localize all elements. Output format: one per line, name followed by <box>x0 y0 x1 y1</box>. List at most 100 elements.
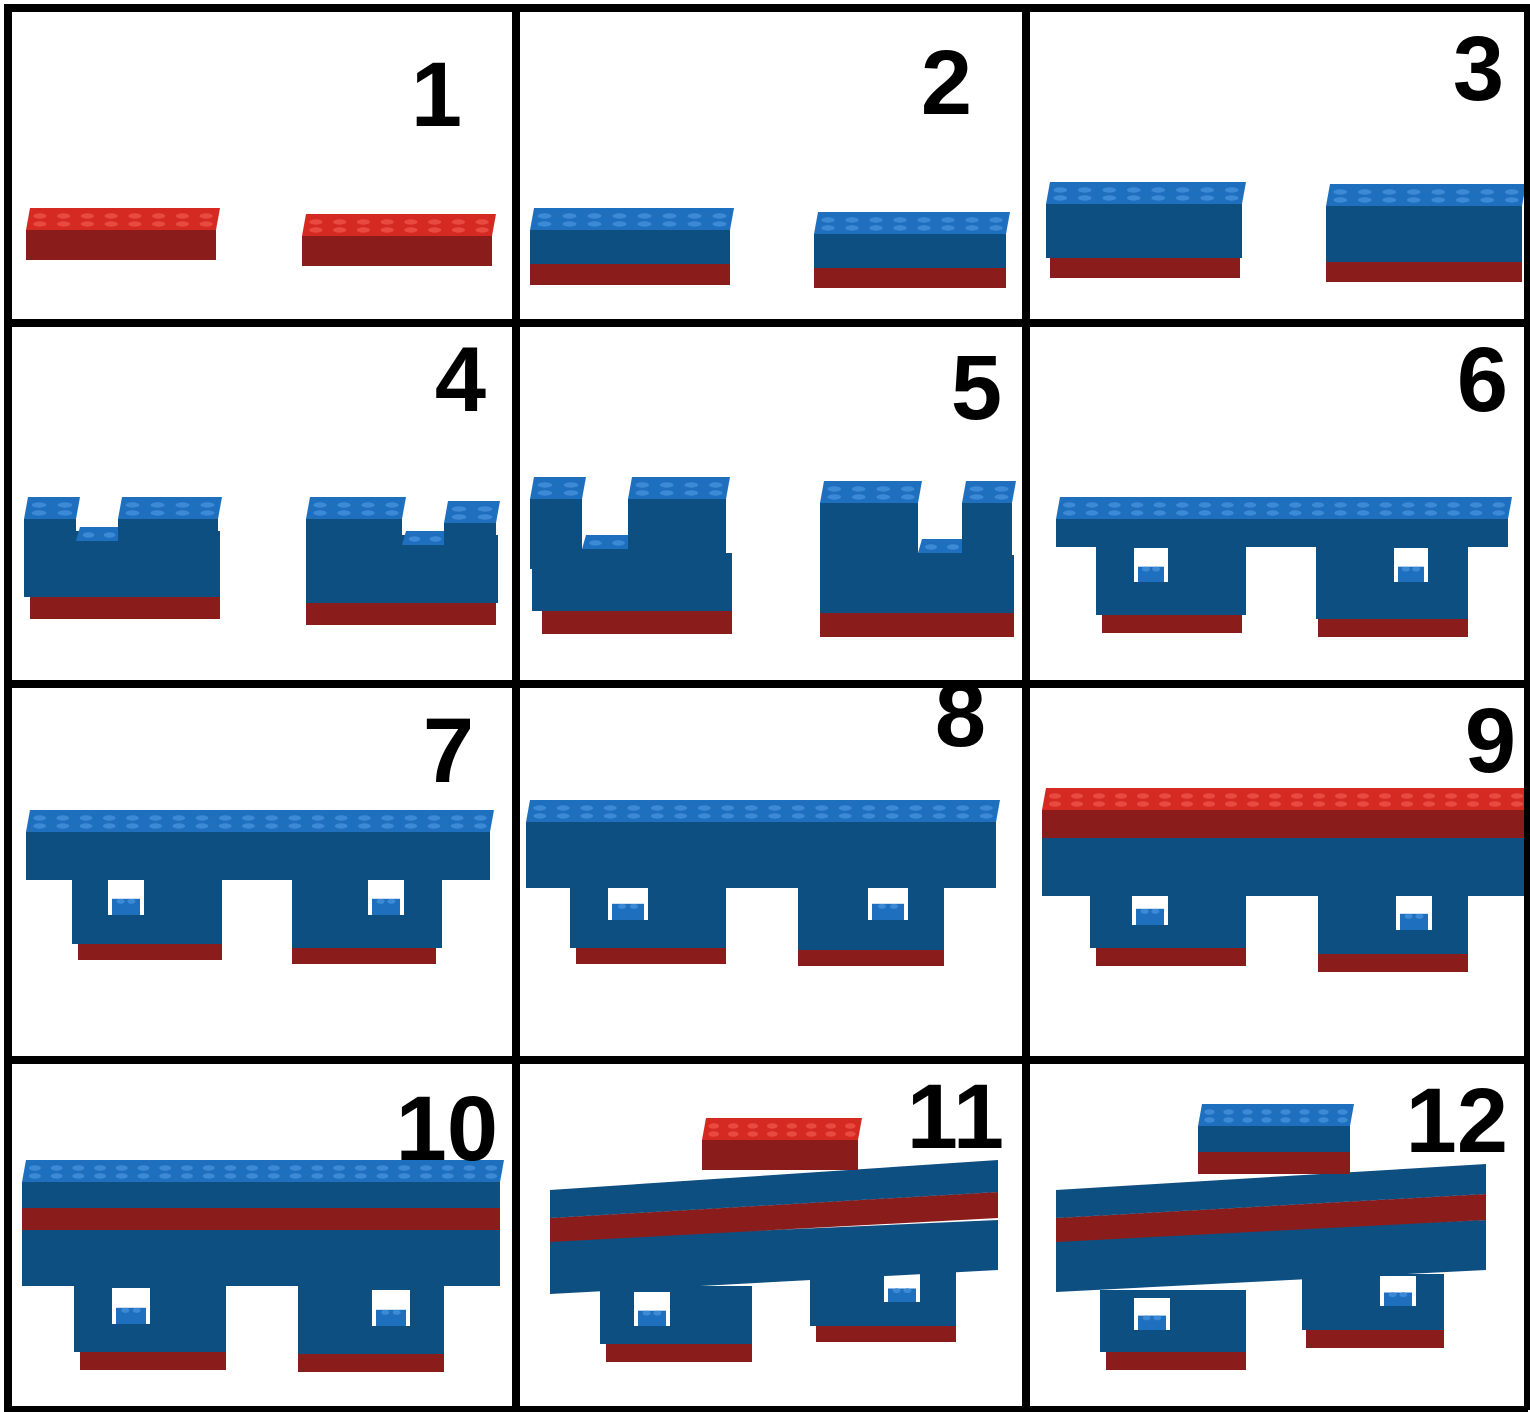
stud-icon <box>684 490 699 496</box>
stud-icon <box>563 490 579 496</box>
red-base-right <box>1318 952 1468 972</box>
stud-icon <box>637 221 652 227</box>
stud-icon <box>72 1165 85 1171</box>
blue-leg-left <box>1100 1290 1246 1352</box>
red-base-left <box>606 1342 752 1362</box>
blue-pillar <box>24 497 80 549</box>
brick-face <box>1198 1126 1350 1152</box>
stud-icon <box>28 1165 41 1171</box>
blue-notch <box>582 535 632 563</box>
step-number: 10 <box>396 1078 498 1180</box>
stud-icon <box>1424 502 1438 508</box>
stud-icon <box>313 510 327 516</box>
grid-horizontal-line <box>4 1056 1528 1064</box>
brick-top <box>24 497 80 519</box>
stud-icon <box>1063 502 1077 508</box>
stud-icon <box>1504 197 1519 203</box>
stud-icon <box>956 805 970 811</box>
stud-icon <box>1431 189 1446 195</box>
stud-icon <box>1224 801 1237 807</box>
stud-icon <box>218 823 232 829</box>
stud-icon <box>1466 793 1479 799</box>
blue-beam <box>22 1228 500 1286</box>
blue-pillar <box>962 481 1016 573</box>
brick-face <box>306 519 402 549</box>
stud-icon <box>893 217 907 223</box>
stud-icon <box>125 502 140 508</box>
brick-face <box>1326 206 1522 262</box>
stud-icon <box>869 225 883 231</box>
stud-icon <box>1334 801 1347 807</box>
stud-icon <box>805 1131 817 1137</box>
stud-icon <box>1224 187 1239 193</box>
stud-icon <box>1242 1117 1253 1123</box>
stud-icon <box>786 1123 798 1129</box>
blue-beam <box>526 800 1000 888</box>
stud-icon <box>687 213 702 219</box>
stud-icon <box>80 221 94 227</box>
step-panel-2: 2 <box>516 8 1026 323</box>
stud-icon <box>1422 801 1435 807</box>
window-opening <box>868 884 908 920</box>
blue-pillar <box>444 501 500 553</box>
stud-icon <box>137 1173 150 1179</box>
stud-icon <box>537 213 552 219</box>
brick-face <box>820 503 918 573</box>
stud-icon <box>180 1165 193 1171</box>
stud-icon <box>104 221 118 227</box>
stud-icon <box>612 213 627 219</box>
stud-icon <box>311 1173 324 1179</box>
brick-face <box>402 545 444 557</box>
window-opening <box>634 1292 670 1326</box>
stud-icon <box>612 540 626 546</box>
stud-icon <box>199 213 213 219</box>
stud-icon <box>708 490 723 496</box>
brick-top <box>1042 788 1530 810</box>
stud-icon <box>337 502 351 508</box>
red-brick-left <box>26 208 220 260</box>
brick-face <box>582 549 628 563</box>
stud-icon <box>72 1173 85 1179</box>
stud-icon <box>1422 793 1435 799</box>
stud-icon <box>979 813 993 819</box>
blue-leg-right <box>298 1282 444 1354</box>
brick-face <box>702 1140 858 1170</box>
stud-icon <box>1053 187 1068 193</box>
stud-icon <box>1085 502 1099 508</box>
stud-icon <box>333 219 347 225</box>
step-panel-4: 4 <box>8 323 516 684</box>
stud-icon <box>1492 502 1506 508</box>
stud-icon <box>267 1173 280 1179</box>
stud-icon <box>687 221 702 227</box>
stud-icon <box>128 221 142 227</box>
stud-icon <box>744 813 758 819</box>
step-number: 1 <box>411 44 462 146</box>
stud-icon <box>885 805 899 811</box>
red-upper-layer <box>1198 1150 1350 1174</box>
stud-icon <box>477 514 493 520</box>
stud-icon <box>149 823 163 829</box>
step-panel-11: 11 <box>516 1060 1026 1410</box>
stud-icon <box>946 544 959 550</box>
stud-icon <box>1176 502 1190 508</box>
brick-face <box>1042 810 1526 838</box>
stud-icon <box>1223 1117 1234 1123</box>
stud-icon <box>404 219 418 225</box>
stud-icon <box>1382 197 1397 203</box>
stud-icon <box>267 1165 280 1171</box>
stud-icon <box>28 1173 41 1179</box>
grid-horizontal-line <box>4 319 1528 327</box>
stud-icon <box>1312 801 1325 807</box>
stud-icon <box>1312 793 1325 799</box>
stud-icon <box>924 544 937 550</box>
stud-icon <box>376 1173 389 1179</box>
red-base-left <box>542 608 732 634</box>
brick-top <box>1046 182 1246 204</box>
window-opening <box>1134 548 1168 582</box>
stud-icon <box>1202 801 1215 807</box>
step-panel-1: 1 <box>8 8 516 323</box>
stud-icon <box>994 486 1009 492</box>
stud-icon <box>994 494 1009 500</box>
brick-face <box>118 519 218 549</box>
stud-icon <box>747 1131 759 1137</box>
